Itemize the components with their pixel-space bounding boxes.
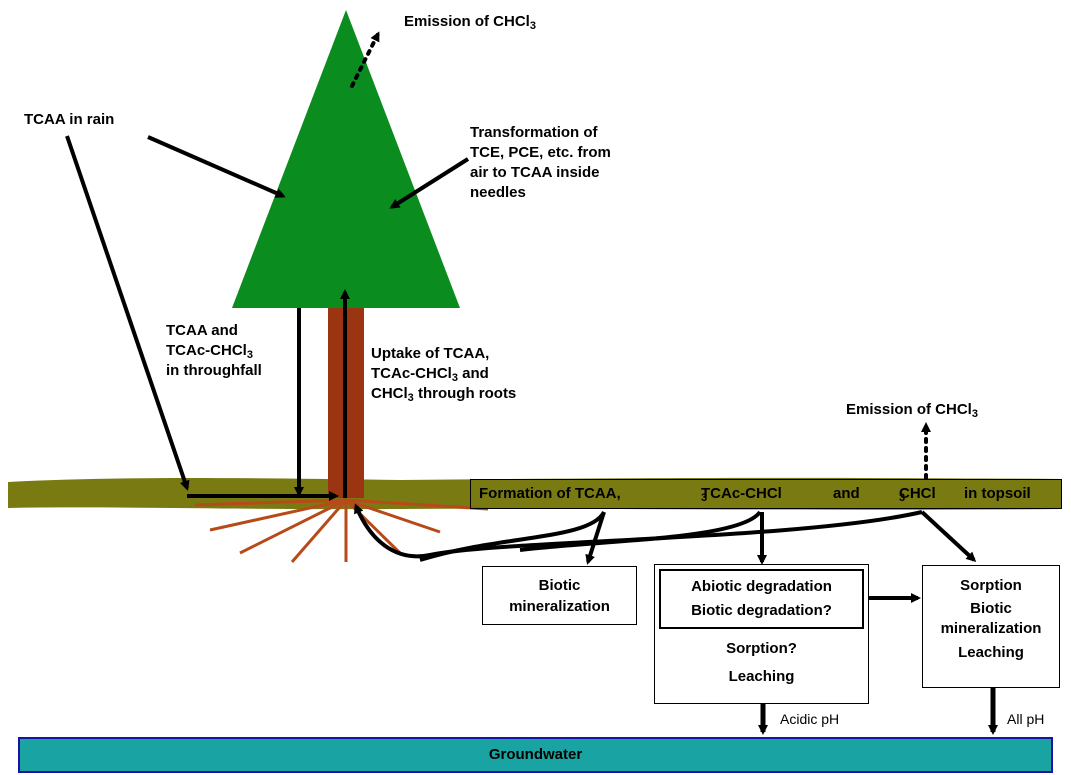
rain-to-crown-arrow (147, 135, 286, 198)
tcaa-return-curve (419, 510, 606, 562)
emission-top-label: Emission of CHCl3 (404, 13, 536, 32)
acidic-ph-label: Acidic pH (780, 711, 840, 727)
sorption-box: Sorption Biotic mineralization Leaching (922, 565, 1060, 688)
abiotic-inner-box: Abiotic degradation Biotic degradation? (659, 569, 864, 629)
rain-arrow (65, 135, 190, 491)
to-biotic-arrow (585, 511, 606, 565)
biotic-mineralization-box: Biotic mineralization (482, 566, 637, 625)
all-ph-label: All pH (1007, 711, 1045, 727)
tcaa-rain-label: TCAA in rain (24, 111, 115, 128)
transformation-label: Transformation of TCE, PCE, etc. from ai… (470, 124, 611, 201)
return-to-roots-arrow (354, 503, 923, 559)
tcac-return-curve (519, 510, 762, 552)
uptake-label: Uptake of TCAA, TCAc-CHCl3 and CHCl3 thr… (371, 345, 517, 404)
emission-right-label: Emission of CHCl3 (846, 401, 978, 420)
groundwater-band: Groundwater (18, 737, 1053, 773)
transformation-arrow (389, 157, 470, 209)
emission-top-arrow (350, 31, 380, 88)
to-sorption-arrow (920, 510, 977, 563)
degradation-box: Abiotic degradation Biotic degradation? … (654, 564, 869, 704)
throughfall-label: TCAA and TCAc-CHCl3 in throughfall (166, 322, 262, 379)
tree-crown (232, 10, 460, 308)
tree-roots (194, 498, 489, 563)
